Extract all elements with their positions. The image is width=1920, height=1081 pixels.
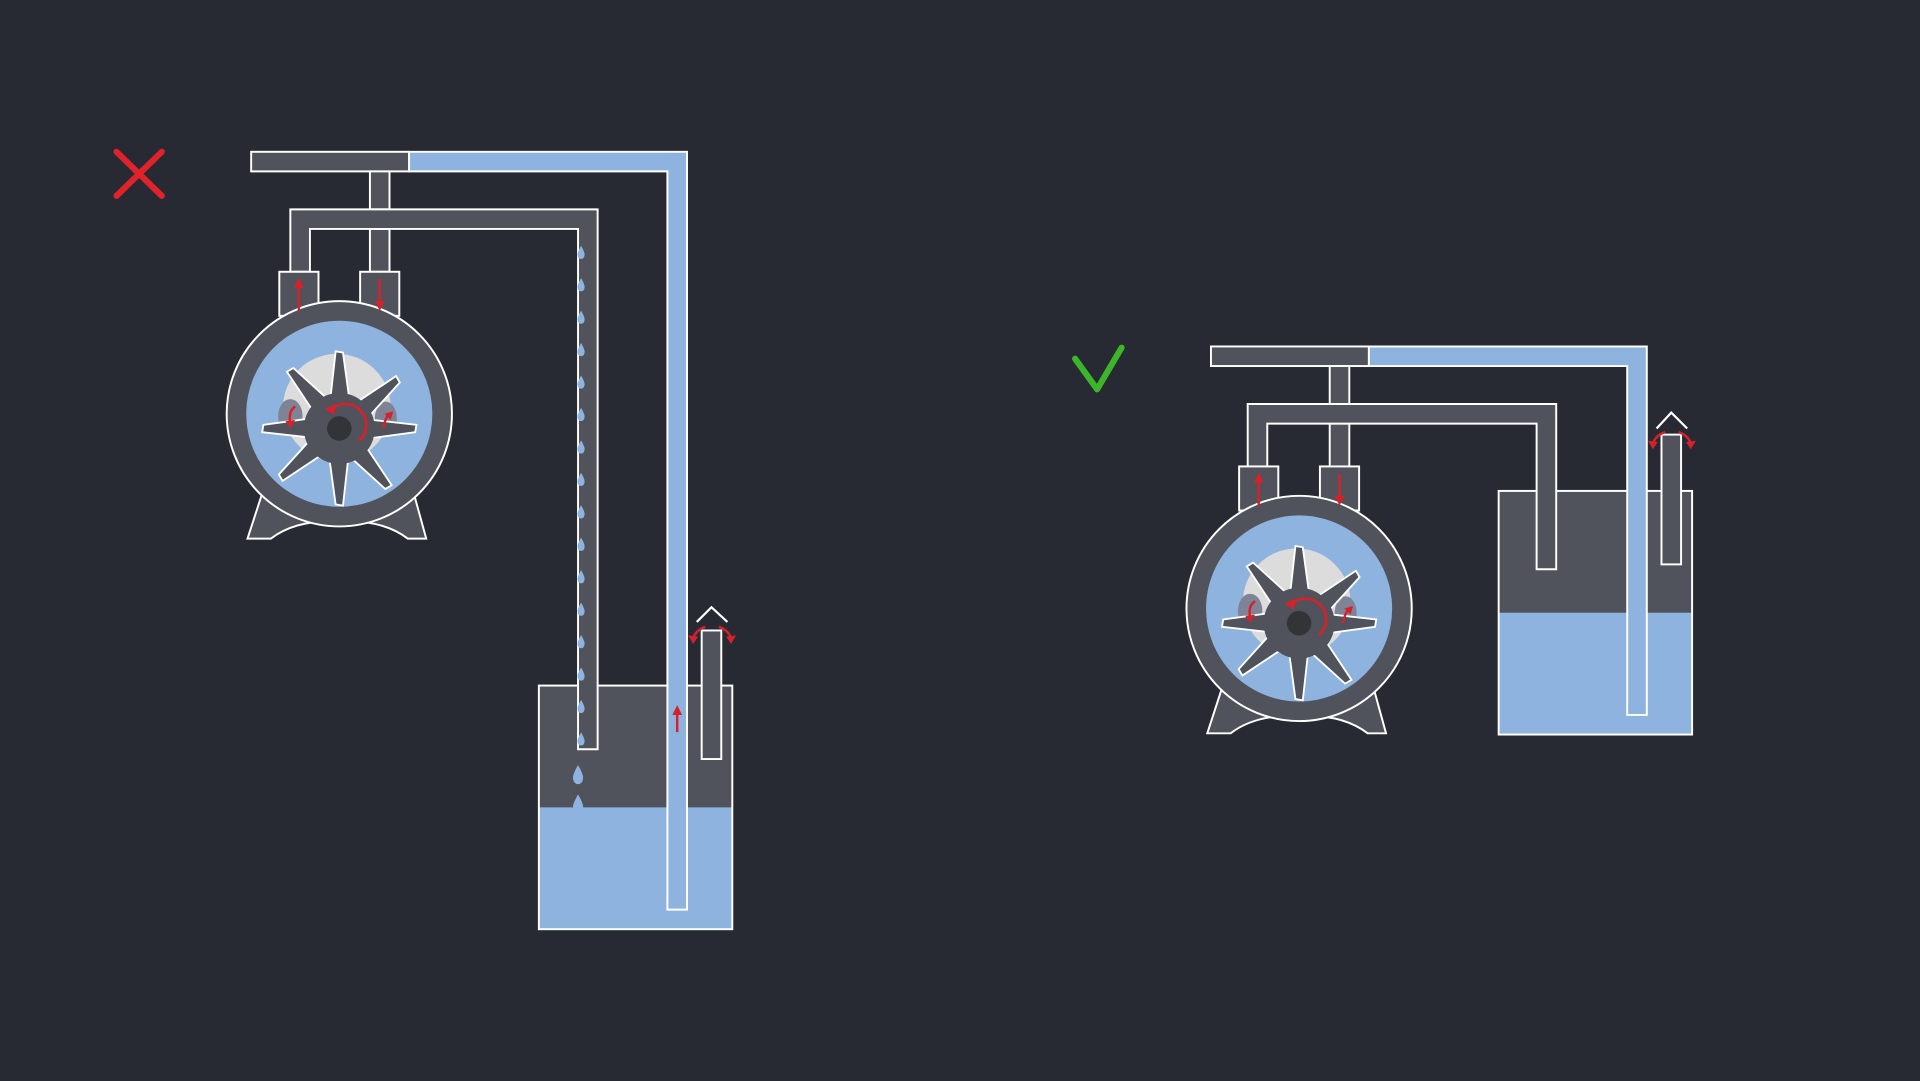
flow-arrow-icon: [672, 705, 683, 715]
tank-water: [1498, 612, 1693, 735]
top-pipe-gas: [250, 150, 411, 173]
separator-tank: [537, 684, 734, 931]
liquid-ring-pump: [225, 270, 454, 541]
correct-setup: [1072, 344, 1696, 736]
check-valve: [688, 605, 736, 761]
water-supply-pipe: [408, 150, 688, 911]
top-pipe-gas: [1209, 345, 1370, 368]
separator-tank: [1497, 489, 1694, 736]
return-pipe: [1246, 403, 1558, 571]
liquid-ring-pump: [1185, 465, 1414, 735]
incorrect-setup: [113, 148, 736, 931]
cross-icon: [113, 148, 165, 199]
stem-pipe: [368, 170, 391, 211]
check-valve: [1648, 410, 1696, 566]
water-supply-pipe: [1367, 345, 1648, 716]
return-pipe: [289, 208, 599, 751]
stem-pipe: [1328, 365, 1351, 405]
tank-water: [538, 807, 733, 930]
inlet-pipe: [368, 227, 391, 273]
inlet-pipe: [1328, 422, 1351, 469]
checkmark-icon: [1072, 344, 1125, 393]
